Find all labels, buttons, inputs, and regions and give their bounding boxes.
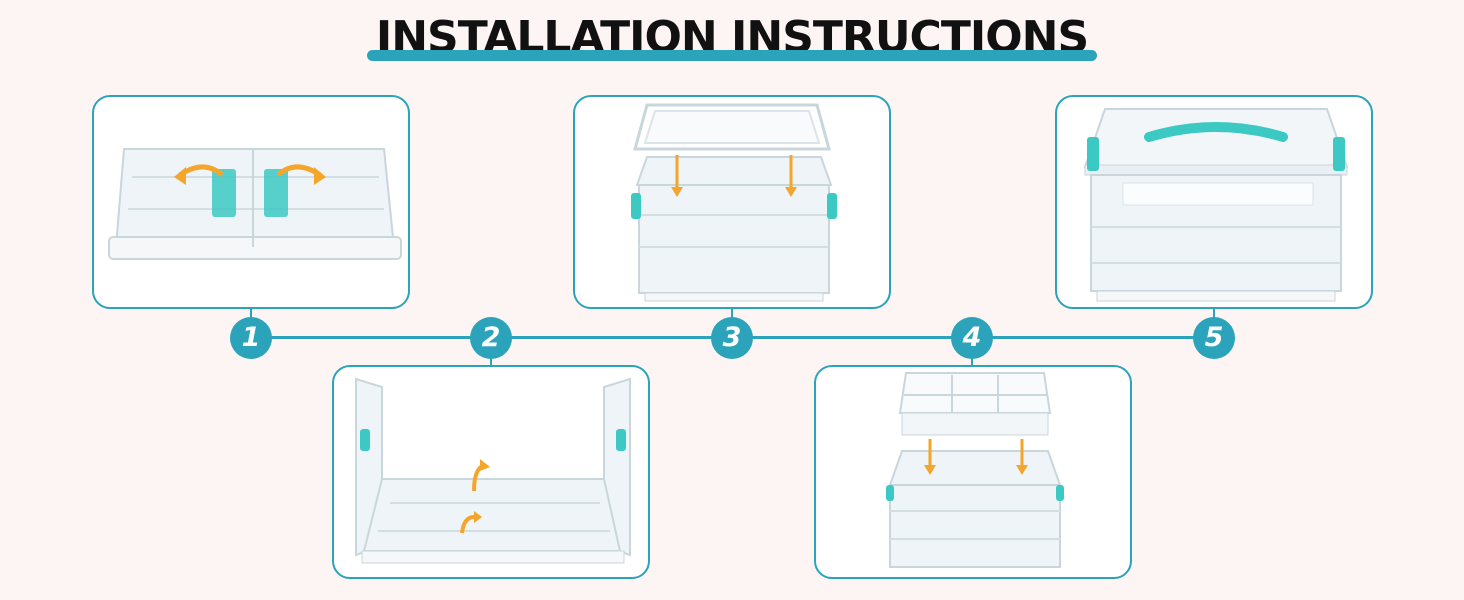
- connector-4: [971, 352, 973, 366]
- step-number-3: 3: [711, 317, 753, 359]
- step-number-4: 4: [951, 317, 993, 359]
- title-underline: [367, 50, 1097, 61]
- step-3-card: [573, 95, 891, 309]
- connector-5: [1213, 308, 1215, 322]
- connector-3: [731, 308, 733, 322]
- step-number-5: 5: [1193, 317, 1235, 359]
- step-1-card: [92, 95, 410, 309]
- box-frame-attach-icon: [631, 103, 837, 302]
- box-tray-insert-icon: [886, 372, 1064, 568]
- box-lid-closed-icon: [1083, 108, 1349, 302]
- step-5-card: [1055, 95, 1373, 309]
- step-number-1: 1: [230, 317, 272, 359]
- step-4-card: [814, 365, 1132, 579]
- connector-2: [490, 352, 492, 366]
- step-number-2: 2: [470, 317, 512, 359]
- step-2-card: [332, 365, 650, 579]
- box-sides-raised-icon: [355, 377, 631, 564]
- folded-box-unfold-icon: [108, 148, 402, 260]
- connector-1: [250, 308, 252, 322]
